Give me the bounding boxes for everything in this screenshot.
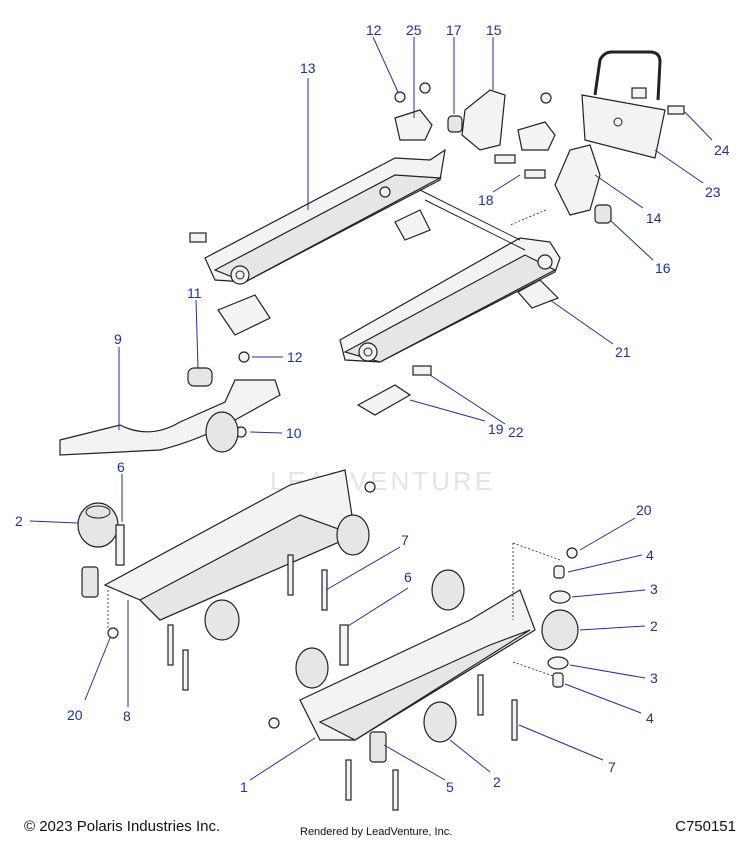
bolt-7-left-3 <box>287 554 294 596</box>
callout-7-left: 7 <box>401 532 409 548</box>
bolt-7-right-1 <box>477 674 484 716</box>
callout-23: 23 <box>705 184 721 200</box>
washer-3-bottom <box>547 656 569 670</box>
nut-20-left <box>107 627 119 639</box>
callout-2-right: 2 <box>650 618 658 634</box>
seat-rail-right <box>339 237 561 363</box>
bracket-upper-center <box>394 209 431 241</box>
guide-line <box>509 209 547 226</box>
nut-frame-left <box>364 481 376 493</box>
bolt-7-left-1 <box>167 624 174 666</box>
spring-17 <box>447 115 463 133</box>
guide-right-top <box>512 542 561 561</box>
callout-17: 17 <box>446 22 462 38</box>
callout-12-mid: 12 <box>287 349 303 365</box>
figure-id: C750151 <box>675 818 736 835</box>
spring-16 <box>594 204 612 224</box>
callout-14: 14 <box>646 210 662 226</box>
bracket-mid-left <box>217 294 271 336</box>
nut-12-top <box>394 91 406 103</box>
callout-11: 11 <box>187 285 202 301</box>
roller-bottom-right <box>423 701 457 743</box>
cross-tube <box>419 189 526 251</box>
callout-25: 25 <box>406 22 422 38</box>
roller-top-right <box>431 569 465 611</box>
spacer-left <box>81 566 99 598</box>
bolt-7-left-2 <box>182 649 189 691</box>
callout-24: 24 <box>714 142 730 158</box>
callout-3-top: 3 <box>650 581 658 597</box>
callout-7-bottom: 7 <box>608 759 616 775</box>
callout-18: 18 <box>478 192 494 208</box>
copyright-text: © 2023 Polaris Industries Inc. <box>24 818 221 835</box>
callout-22: 22 <box>508 424 524 440</box>
seat-rail-left <box>204 148 446 285</box>
bracket-25 <box>394 109 433 141</box>
callout-20-right: 20 <box>636 502 652 518</box>
bolt-7-bottom-1 <box>345 759 352 801</box>
callout-13: 13 <box>300 60 316 76</box>
callout-2-left: 2 <box>15 513 23 529</box>
bolt-18b <box>524 169 546 179</box>
callout-2-bottom: 2 <box>493 774 501 790</box>
callout-3-bottom: 3 <box>650 670 658 686</box>
bushing-4-top <box>553 565 565 579</box>
nut-12-mid <box>238 351 250 363</box>
bolt-handle <box>631 87 647 99</box>
nut-20-bottom <box>268 717 280 729</box>
nut-20-right <box>566 547 578 559</box>
roller-2-right <box>541 609 579 651</box>
leader-lines <box>29 36 713 781</box>
bushing-4-bottom <box>552 672 564 688</box>
bolt-left-upper <box>189 232 207 243</box>
bolt-6-left <box>115 524 125 566</box>
callout-20-left: 20 <box>67 707 83 723</box>
roller-2-left <box>77 502 119 548</box>
bolt-22 <box>412 365 432 376</box>
nut-top-2 <box>419 82 431 94</box>
roller-mid-right <box>295 647 329 689</box>
frame-1 <box>299 589 536 741</box>
handle-23 <box>581 50 666 159</box>
callout-5: 5 <box>446 779 454 795</box>
callout-4-top: 4 <box>646 547 654 563</box>
callout-12-top: 12 <box>366 22 382 38</box>
callout-15: 15 <box>486 22 502 38</box>
bolt-7-bottom-2 <box>392 769 399 811</box>
callout-4-bottom: 4 <box>646 710 654 726</box>
frame-8 <box>103 469 357 621</box>
nut-top-3 <box>540 92 552 104</box>
bracket-right-top <box>517 121 556 151</box>
callout-8: 8 <box>123 708 131 724</box>
rendered-by-text: Rendered by LeadVenture, Inc. <box>300 826 453 838</box>
bolt-7-left-4 <box>321 569 328 611</box>
guide-right-bottom <box>512 661 554 677</box>
bolt-24 <box>667 105 685 115</box>
washer-3-top <box>549 590 571 604</box>
callout-16: 16 <box>655 260 671 276</box>
bracket-21 <box>517 279 560 309</box>
latch-14 <box>554 144 601 216</box>
callout-1: 1 <box>240 779 248 795</box>
callout-6-right: 6 <box>404 569 412 585</box>
callout-21: 21 <box>615 344 631 360</box>
roller-center-left <box>336 514 370 556</box>
roller-bottom-left <box>204 599 240 641</box>
spacer-5 <box>369 731 387 763</box>
callout-6-left: 6 <box>117 459 125 475</box>
bolt-18a <box>494 154 516 164</box>
callout-9: 9 <box>114 331 122 347</box>
latch-15 <box>461 89 506 151</box>
spring-11 <box>187 367 213 387</box>
bracket-19 <box>356 384 412 416</box>
callout-19: 19 <box>488 421 504 437</box>
callout-10: 10 <box>286 425 302 441</box>
bolt-7-right-2 <box>511 699 518 741</box>
lever-9 <box>59 379 281 456</box>
bolt-6-right <box>339 624 349 666</box>
roller-top-left <box>205 411 239 453</box>
